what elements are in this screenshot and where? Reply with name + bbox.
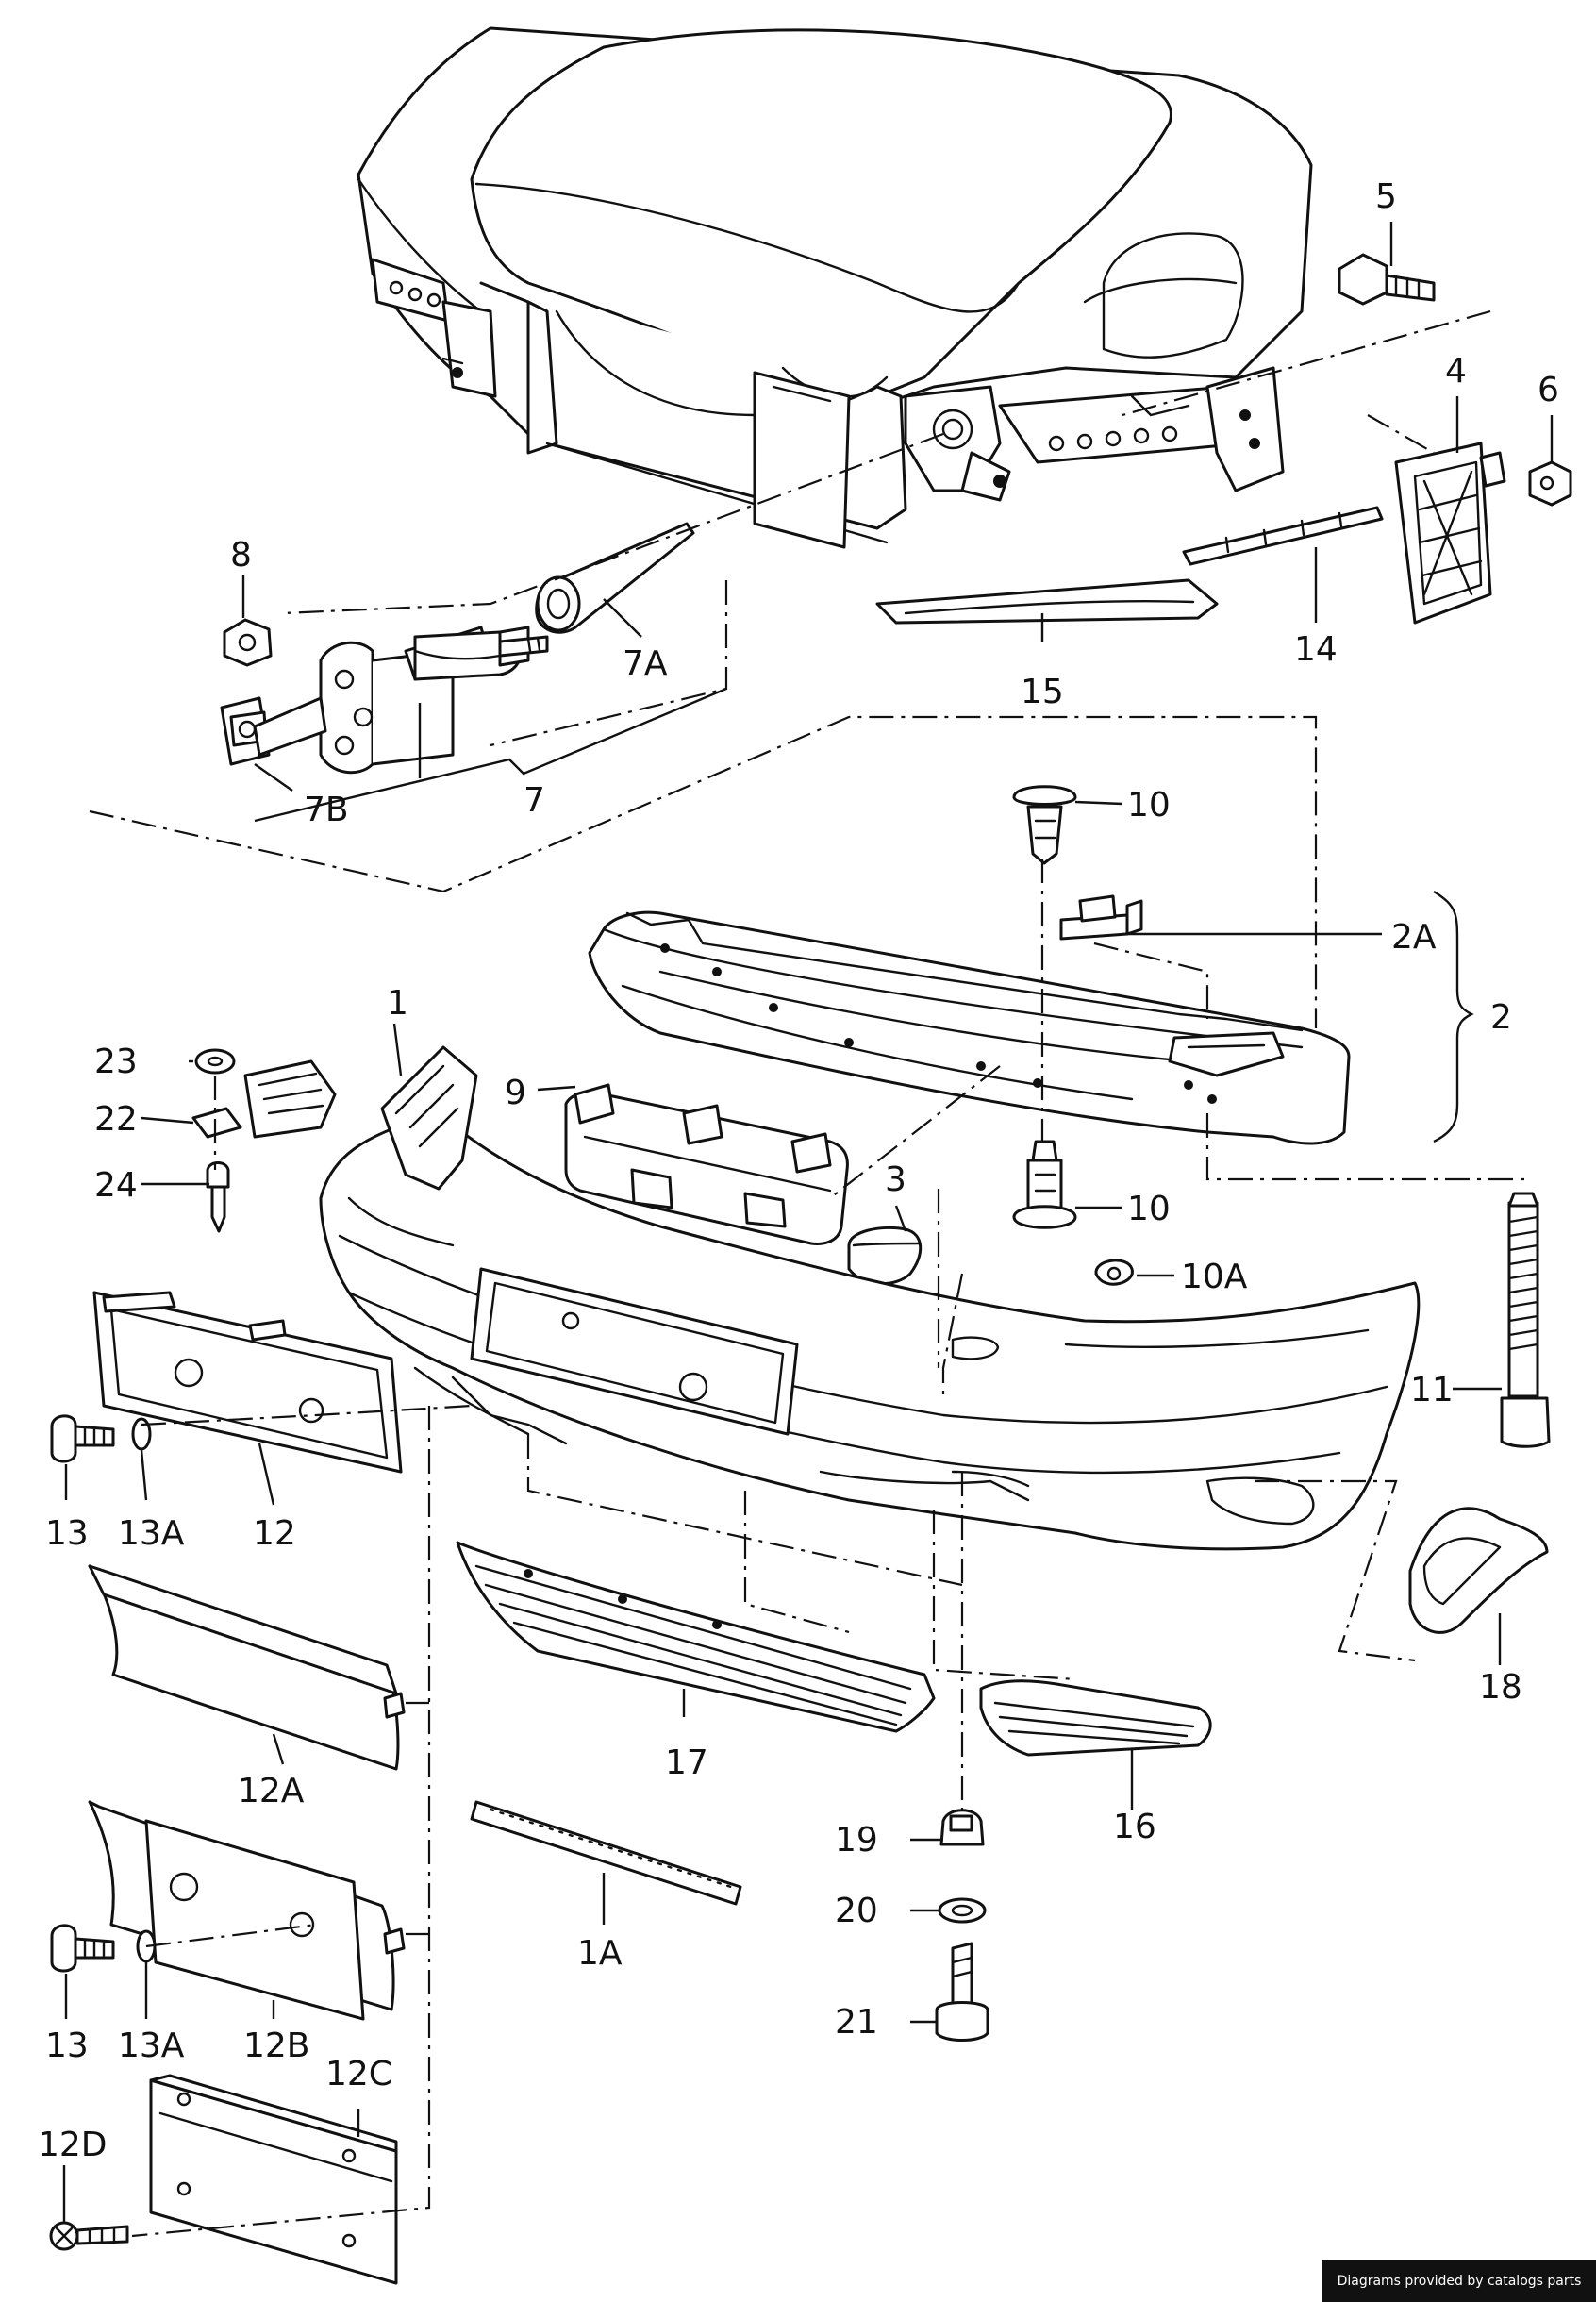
- car-front-body: [357, 26, 1313, 549]
- bolt-11: [1500, 1192, 1551, 1448]
- label-10-upper: 10: [1127, 786, 1171, 825]
- bumper-cover-1: [319, 1045, 1421, 1551]
- clip-10-upper: [1012, 785, 1077, 865]
- label-12A: 12A: [238, 1772, 305, 1810]
- rivet-24: [206, 1161, 230, 1233]
- label-1: 1: [387, 984, 408, 1023]
- label-2: 2: [1490, 998, 1512, 1037]
- bolt-21: [935, 1942, 989, 2042]
- label-16: 16: [1113, 1808, 1156, 1846]
- label-11: 11: [1410, 1371, 1454, 1410]
- assembly-lines: [89, 309, 1528, 2238]
- bumper-reinforcement-2: [588, 910, 1351, 1145]
- fog-lamp-18: [1408, 1507, 1549, 1634]
- label-10A: 10A: [1181, 1258, 1248, 1296]
- label-7: 7: [524, 781, 545, 820]
- label-12: 12: [253, 1514, 296, 1553]
- trim-strip-15: [875, 578, 1219, 625]
- brace-7: [254, 687, 727, 823]
- label-20: 20: [835, 1892, 878, 1930]
- label-7A: 7A: [623, 644, 668, 683]
- label-8: 8: [230, 536, 252, 575]
- credit-badge: Diagrams provided by catalogs parts: [1322, 2260, 1596, 2302]
- nut-8: [223, 618, 273, 667]
- washer-20: [938, 1897, 987, 1924]
- label-9: 9: [505, 1074, 526, 1112]
- screw-12D: [49, 2221, 129, 2251]
- label-13A-upper: 13A: [118, 1514, 185, 1553]
- label-6: 6: [1538, 371, 1559, 409]
- label-22: 22: [94, 1100, 138, 1139]
- label-13A-lower: 13A: [118, 2027, 185, 2065]
- label-13-upper: 13: [45, 1514, 89, 1553]
- plate-12C: [149, 2074, 398, 2285]
- bracket-2A: [1059, 894, 1143, 941]
- label-5: 5: [1375, 177, 1397, 216]
- carrier-12B: [88, 1800, 406, 2021]
- label-15: 15: [1021, 673, 1064, 711]
- label-1A: 1A: [577, 1934, 623, 1973]
- leader-lines: [62, 222, 1554, 2222]
- bolt-5: [1338, 253, 1436, 306]
- strip-1A: [470, 1800, 742, 1906]
- bracket-4: [1394, 442, 1506, 625]
- cone-7A: [535, 522, 695, 634]
- side-grille-16: [979, 1679, 1212, 1757]
- label-12C: 12C: [325, 2055, 392, 2093]
- clip-19: [939, 1809, 985, 1846]
- washer-23: [194, 1048, 236, 1075]
- nut-6: [1528, 460, 1572, 507]
- label-21: 21: [835, 2003, 878, 2042]
- label-18: 18: [1479, 1668, 1522, 1707]
- bracket-22: [191, 1059, 337, 1139]
- label-19: 19: [835, 1821, 878, 1860]
- screw-13-upper: [50, 1414, 152, 1463]
- cap-3: [847, 1226, 923, 1286]
- label-23: 23: [94, 1043, 138, 1081]
- cover-12A: [88, 1564, 406, 1771]
- callout-labels: 5 4 6 14 15 8 7A 7B 7 10 2A 2 1 23 22 24…: [38, 177, 1559, 2164]
- label-12B: 12B: [243, 2027, 310, 2065]
- label-10-lower: 10: [1127, 1190, 1171, 1228]
- screw-13-lower: [50, 1924, 157, 1973]
- nut-10A: [1094, 1259, 1134, 1286]
- label-2A: 2A: [1391, 918, 1437, 957]
- foam-absorber-9: [564, 1083, 849, 1245]
- label-14: 14: [1294, 630, 1338, 669]
- label-3: 3: [885, 1160, 906, 1199]
- label-12D: 12D: [38, 2126, 108, 2164]
- label-7B: 7B: [304, 791, 349, 829]
- label-17: 17: [665, 1743, 708, 1782]
- grille-17: [456, 1541, 936, 1733]
- label-24: 24: [94, 1166, 138, 1205]
- label-13-lower: 13: [45, 2027, 89, 2065]
- impact-absorber-7: [220, 626, 549, 775]
- trim-strip-14: [1182, 506, 1384, 566]
- clip-10-lower: [1012, 1140, 1077, 1229]
- label-4: 4: [1445, 352, 1467, 391]
- plate-holder-12: [92, 1291, 403, 1474]
- brace-2: [1433, 890, 1474, 1143]
